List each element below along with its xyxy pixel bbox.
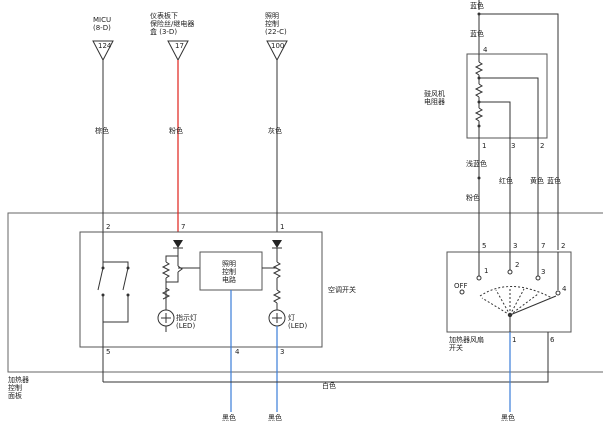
- fan-switch-label: 加热器风扇 开关: [449, 335, 484, 352]
- wire-color-gray: 灰色: [268, 126, 282, 135]
- heater-control-panel-label: 加热器 控制 面板: [8, 375, 29, 400]
- heater-control-panel-frame: [7, 212, 603, 373]
- pin-fs-7: 7: [541, 242, 545, 250]
- svg-text:鼓风机: 鼓风机: [424, 89, 445, 98]
- pin-res-4: 4: [483, 46, 488, 54]
- lamp-led: 灯 (LED): [268, 309, 307, 330]
- fan-switch-contacts: 1 2 3 4 OFF: [454, 252, 567, 340]
- svg-text:17: 17: [175, 42, 184, 50]
- blower-resistor-chain: [474, 54, 539, 138]
- ground-label-3: 黑色: [501, 413, 515, 422]
- pin-fs-1: 1: [512, 336, 516, 344]
- illumination-control-label: 照明 控制 电路: [222, 260, 236, 284]
- svg-text:(LED): (LED): [288, 322, 307, 330]
- pin-fs-6: 6: [550, 336, 555, 344]
- ac-switch-contacts: [97, 232, 130, 382]
- svg-text:124: 124: [98, 42, 112, 50]
- svg-text:盒 (3-D): 盒 (3-D): [150, 27, 177, 36]
- connector-illumination: 照明 控制 (22-C) 100: [265, 12, 288, 62]
- wire-color-yellow: 黄色: [530, 176, 544, 185]
- pin-fs-2: 2: [561, 242, 565, 250]
- pin-ac-4: 4: [235, 348, 240, 356]
- ground-label-1: 黑色: [222, 413, 236, 422]
- pin-res-1: 1: [482, 142, 486, 150]
- svg-text:电路: 电路: [222, 275, 236, 284]
- wire-white: [103, 340, 549, 383]
- indicator-circuit: [161, 240, 200, 300]
- connector-micu: MICU (8-D) 124: [92, 16, 114, 62]
- wire-color-white: 白色: [322, 381, 336, 390]
- svg-text:(8-D): (8-D): [93, 24, 111, 32]
- ground-label-2: 黑色: [268, 413, 282, 422]
- wire-color-pink2: 粉色: [466, 193, 480, 202]
- wire-color-blue-right: 蓝色: [547, 176, 561, 185]
- pin-ac-3: 3: [280, 348, 284, 356]
- svg-text:OFF: OFF: [454, 282, 468, 290]
- wire-color-pink: 粉色: [169, 126, 183, 135]
- pin-res-2: 2: [540, 142, 544, 150]
- svg-text:面板: 面板: [8, 391, 22, 400]
- lamp-circuit: [262, 240, 282, 310]
- connector-triangle: [92, 40, 114, 62]
- blower-resistor-label: 鼓风机 电阻器: [424, 89, 445, 106]
- connector-triangle: [266, 40, 288, 62]
- svg-text:1: 1: [484, 267, 488, 275]
- svg-text:2: 2: [515, 261, 519, 269]
- wire-color-top2: 蓝色: [470, 29, 484, 38]
- svg-text:控制: 控制: [8, 383, 22, 392]
- pin-fs-3: 3: [513, 242, 517, 250]
- svg-text:控制: 控制: [222, 267, 236, 276]
- svg-text:4: 4: [562, 285, 567, 293]
- svg-text:(22-C): (22-C): [265, 28, 287, 36]
- wire-blue-top-branch: [479, 13, 559, 250]
- pin-res-3: 3: [511, 142, 515, 150]
- svg-text:(LED): (LED): [176, 322, 195, 330]
- pin-ac-1: 1: [280, 223, 284, 231]
- blower-resistor-box: [466, 53, 548, 139]
- svg-text:灯: 灯: [288, 313, 295, 322]
- wire-color-top: 蓝色: [470, 1, 484, 10]
- connector-fuse-box: 仪表板下 保险丝/继电器 盒 (3-D) 17: [150, 11, 194, 62]
- svg-text:加热器风扇: 加热器风扇: [449, 335, 484, 344]
- svg-text:3: 3: [541, 268, 545, 276]
- indicator-led: 指示灯 (LED): [157, 300, 197, 332]
- ac-switch-box: [79, 231, 323, 348]
- fan-switch-box: [446, 251, 572, 333]
- svg-text:仪表板下: 仪表板下: [150, 11, 178, 20]
- pin-fs-5: 5: [482, 242, 486, 250]
- svg-text:电阻器: 电阻器: [424, 97, 445, 106]
- wire-color-brown: 棕色: [95, 126, 109, 135]
- pin-ac-2: 2: [106, 223, 110, 231]
- pin-ac-5: 5: [106, 348, 110, 356]
- svg-text:指示灯: 指示灯: [176, 313, 197, 322]
- svg-text:100: 100: [271, 42, 284, 50]
- svg-text:加热器: 加热器: [8, 375, 29, 384]
- svg-text:照明: 照明: [222, 260, 236, 268]
- connector-triangle: [167, 40, 189, 62]
- ac-switch-label: 空调开关: [328, 285, 356, 294]
- svg-text:开关: 开关: [449, 343, 463, 352]
- wire-color-light-green: 浅蓝色: [466, 159, 487, 168]
- pin-ac-7: 7: [181, 223, 185, 231]
- svg-text:保险丝/继电器: 保险丝/继电器: [150, 19, 194, 28]
- svg-text:MICU: MICU: [93, 16, 111, 24]
- wire-color-red: 红色: [499, 176, 513, 185]
- svg-text:控制: 控制: [265, 19, 279, 28]
- svg-text:照明: 照明: [265, 12, 279, 20]
